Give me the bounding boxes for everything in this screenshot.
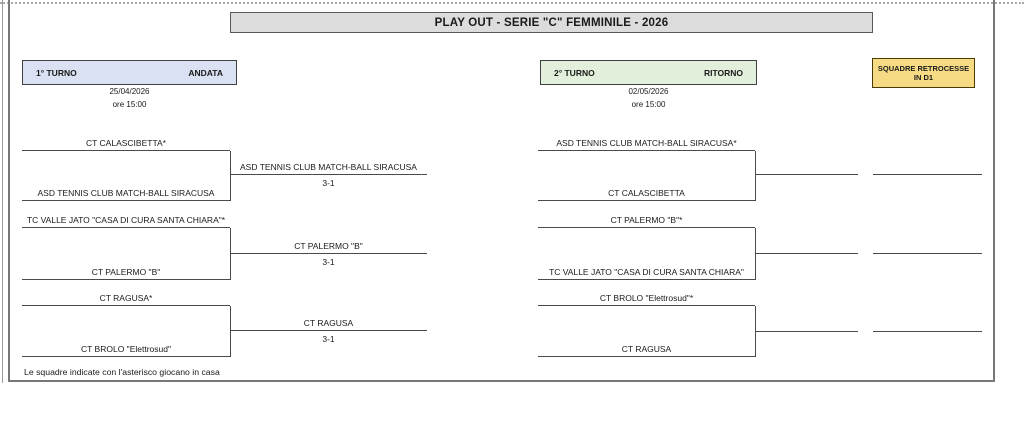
round2-name: 2° TURNO: [554, 67, 595, 78]
team-away: CT CALASCIBETTA: [538, 187, 755, 201]
match-winner: ASD TENNIS CLUB MATCH-BALL SIRACUSA: [230, 161, 427, 175]
round1-header: 1° TURNO ANDATA: [22, 60, 237, 85]
match-score: 3-1: [322, 257, 335, 267]
team-away: CT BROLO "Elettrosud": [22, 343, 230, 357]
match-winner: CT RAGUSA: [230, 317, 427, 331]
outer-left-border: [2, 0, 3, 383]
match-winner: [755, 318, 858, 332]
page-title: PLAY OUT - SERIE "C" FEMMINILE - 2026: [230, 12, 873, 33]
team-away: ASD TENNIS CLUB MATCH-BALL SIRACUSA: [22, 187, 230, 201]
team-home: CT PALERMO "B"*: [538, 214, 755, 228]
match-winner: [755, 240, 858, 254]
round2-header: 2° TURNO RITORNO: [540, 60, 757, 85]
bracket-connector: [230, 151, 231, 201]
match-score: 3-1: [322, 334, 335, 344]
team-home: ASD TENNIS CLUB MATCH-BALL SIRACUSA*: [538, 137, 755, 151]
relegation-slot-line: [873, 318, 982, 332]
round1-name: 1° TURNO: [36, 67, 77, 78]
relegation-label-line1: SQUADRE RETROCESSE: [877, 64, 970, 73]
match-winner: [755, 161, 858, 175]
round2-time: ore 15:00: [631, 100, 666, 109]
team-home: TC VALLE JATO "CASA DI CURA SANTA CHIARA…: [22, 214, 230, 228]
team-away: CT PALERMO "B": [22, 266, 230, 280]
team-home: CT BROLO "Elettrosud"*: [538, 292, 755, 306]
asterisk-note: Le squadre indicate con l'asterisco gioc…: [24, 367, 220, 377]
round2-date: 02/05/2026: [628, 87, 669, 96]
relegation-slot-line: [873, 240, 982, 254]
round2-leg: RITORNO: [703, 67, 743, 78]
match-score: 3-1: [322, 178, 335, 188]
team-away: CT RAGUSA: [538, 343, 755, 357]
round1-date: 25/04/2026: [109, 87, 150, 96]
team-home: CT RAGUSA*: [22, 292, 230, 306]
round1-leg: ANDATA: [188, 67, 223, 78]
relegation-slot-line: [873, 161, 982, 175]
round1-time: ore 15:00: [112, 100, 147, 109]
bracket-connector: [230, 228, 231, 280]
relegation-header: SQUADRE RETROCESSE IN D1: [872, 58, 975, 88]
bracket-connector: [755, 228, 756, 280]
bracket-connector: [230, 306, 231, 357]
relegation-label-line2: IN D1: [913, 73, 934, 82]
page-break-dashed-line: [0, 2, 1024, 4]
bracket-connector: [755, 151, 756, 201]
team-away: TC VALLE JATO "CASA DI CURA SANTA CHIARA…: [538, 266, 755, 280]
team-home: CT CALASCIBETTA*: [22, 137, 230, 151]
page-border: [8, 0, 995, 382]
match-winner: CT PALERMO "B": [230, 240, 427, 254]
